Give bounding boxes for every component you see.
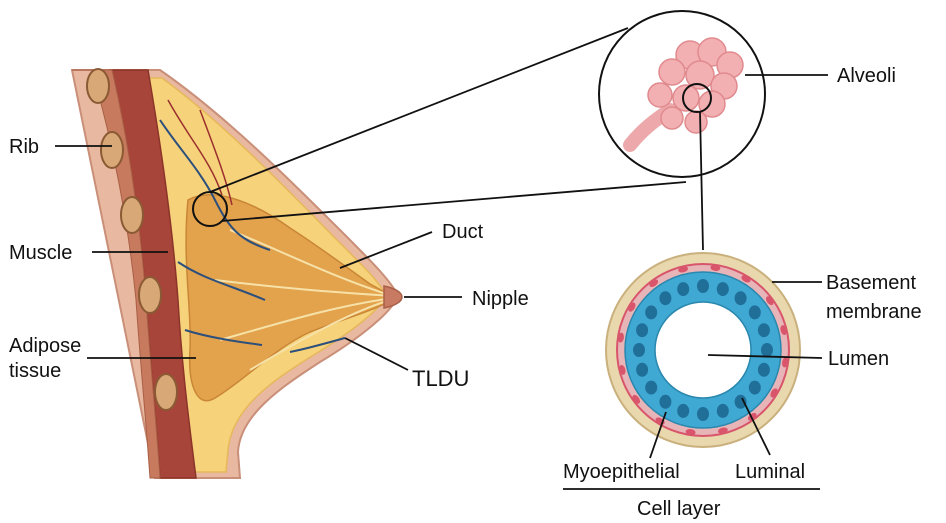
luminal-nucleus [636,323,648,337]
luminal-nucleus [659,291,671,305]
luminal-nucleus [645,305,657,319]
luminal-nucleus [761,343,773,357]
luminal-nucleus [645,381,657,395]
alveolus [648,83,672,107]
rib-2 [101,132,123,168]
myoepithelial-label: Myoepithelial [563,461,680,483]
luminal-nucleus [677,282,689,296]
rib-label: Rib [9,136,39,158]
tldu-leader [345,338,408,370]
alveolus [685,111,707,133]
luminal-nucleus [659,395,671,409]
luminal-nucleus [636,363,648,377]
luminal-nucleus [677,404,689,418]
rib-1 [87,69,109,103]
luminal-nucleus [697,279,709,293]
basement-label-line2: membrane [826,301,922,323]
luminal-label: Luminal [735,461,805,483]
rib-4 [139,277,161,313]
luminal-nucleus [717,404,729,418]
rib-3 [121,197,143,233]
breast-cross-section [72,69,402,478]
adipose-label-line1: Adipose [9,335,81,357]
luminal-nucleus [749,305,761,319]
tldu-label: TLDU [412,366,469,391]
nipple-label: Nipple [472,288,529,310]
luminal-nucleus [717,282,729,296]
rib-5 [155,374,177,410]
adipose-label-line2: tissue [9,360,61,382]
muscle-label: Muscle [9,242,72,264]
alveoli-zoom [599,11,765,177]
luminal-nucleus [633,343,645,357]
luminal-nucleus [749,381,761,395]
lumen-label: Lumen [828,348,889,370]
luminal-nucleus [697,407,709,421]
lumen-space [655,302,751,398]
alveoli-label: Alveoli [837,65,896,87]
luminal-nucleus [758,363,770,377]
luminal-nucleus [758,323,770,337]
luminal-nucleus [735,291,747,305]
nipple-shape [384,286,402,308]
cell-layer-label: Cell layer [637,498,721,520]
alveolus [661,107,683,129]
zoom-line-upper [210,28,628,192]
alveolus [659,59,685,85]
alveolus-cross-section [606,253,800,447]
duct-label: Duct [442,221,484,243]
basement-label-line1: Basement [826,272,916,294]
